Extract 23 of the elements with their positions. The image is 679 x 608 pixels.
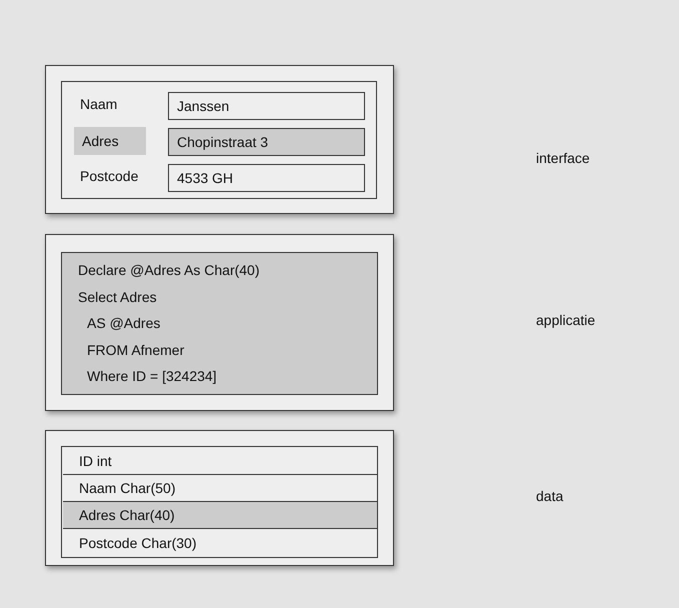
code-block <box>61 252 378 395</box>
layer-label: applicatie <box>536 312 596 328</box>
code-line: AS @Adres <box>86 314 162 333</box>
form-frame <box>61 81 377 199</box>
code-line: FROM Afnemer <box>86 340 186 360</box>
table-row: Postcode Char(30) <box>63 529 377 557</box>
table-row: ID int <box>63 448 377 475</box>
table-frame <box>61 446 378 558</box>
code-line: Declare @Adres As Char(40) <box>78 261 261 280</box>
layer-panel <box>45 234 394 411</box>
table-row: Adres Char(40) <box>63 502 377 529</box>
layer-label: data <box>536 488 564 504</box>
code-line: Where ID = [324234] <box>86 367 218 386</box>
layer-panel <box>45 430 394 566</box>
layer-panel <box>45 65 394 214</box>
field-label: Adres <box>74 127 146 155</box>
input-field: Janssen <box>168 92 365 120</box>
layer-label: interface <box>536 150 590 166</box>
input-field: 4533 GH <box>168 164 365 192</box>
field-label: Postcode <box>80 168 138 184</box>
field-label: Naam <box>80 96 118 112</box>
code-line: Select Adres <box>78 288 158 306</box>
input-field: Chopinstraat 3 <box>168 128 365 156</box>
